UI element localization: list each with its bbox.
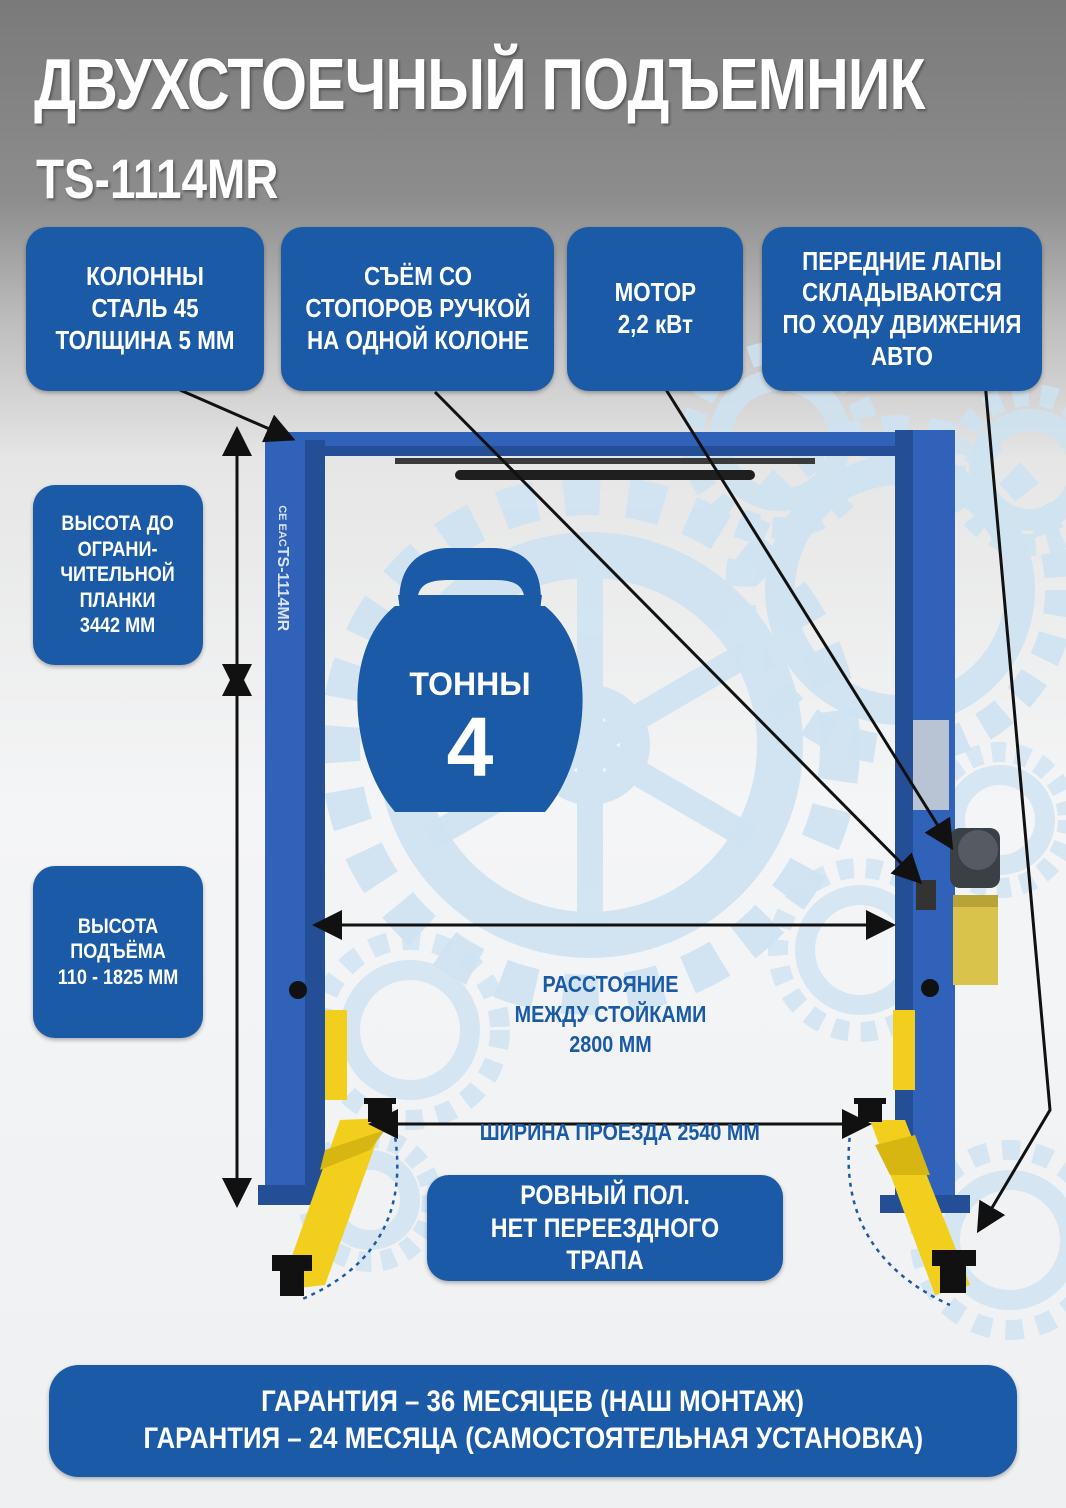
column-model-label: TS-1114MR <box>274 546 291 632</box>
kettlebell-icon <box>357 548 583 812</box>
top-crossbar <box>285 432 955 480</box>
callout-arrows <box>179 381 1052 1234</box>
floor-note-text: РОВНЫЙ ПОЛ. НЕТ ПЕРЕЕЗДНОГО ТРАПА <box>490 1179 720 1276</box>
page-title: ДВУХСТОЕЧНЫЙ ПОДЪЕМНИК <box>34 45 926 125</box>
feature-arms-callout: ПЕРЕДНИЕ ЛАПЫ СКЛАДЫВАЮТСЯ ПО ХОДУ ДВИЖЕ… <box>762 227 1042 391</box>
warranty-banner: ГАРАНТИЯ – 36 МЕСЯЦЕВ (НАШ МОНТАЖ) ГАРАН… <box>49 1365 1017 1477</box>
lift-height-text: ВЫСОТА ПОДЪЁМА 110 - 1825 ММ <box>57 914 179 989</box>
feature-motor-text: МОТОР 2,2 кВт <box>614 277 696 339</box>
feature-columns-callout: КОЛОННЫ СТАЛЬ 45 ТОЛЩИНА 5 ММ <box>26 227 264 391</box>
lift-height-callout: ВЫСОТА ПОДЪЁМА 110 - 1825 ММ <box>33 866 203 1038</box>
model-number: TS-1114MR <box>36 147 279 210</box>
column-distance-text: РАССТОЯНИЕ МЕЖДУ СТОЙКАМИ 2800 ММ <box>514 970 706 1057</box>
drive-width-text: ШИРИНА ПРОЕЗДА 2540 ММ <box>479 1118 761 1145</box>
feature-arms-text: ПЕРЕДНИЕ ЛАПЫ СКЛАДЫВАЮТСЯ ПО ХОДУ ДВИЖЕ… <box>782 245 1022 371</box>
height-to-bar-text: ВЫСОТА ДО ОГРАНИ- ЧИТЕЛЬНОЙ ПЛАНКИ 3442 … <box>60 511 176 638</box>
feature-motor-callout: МОТОР 2,2 кВт <box>567 227 743 391</box>
capacity-unit: ТОННЫ <box>409 666 531 702</box>
dimension-lines <box>222 426 896 1208</box>
floor-note-callout: РОВНЫЙ ПОЛ. НЕТ ПЕРЕЕЗДНОГО ТРАПА <box>427 1175 783 1281</box>
warranty-line-2: ГАРАНТИЯ – 24 МЕСЯЦА (САМОСТОЯТЕЛЬНАЯ УС… <box>143 1422 923 1455</box>
feature-release-callout: СЪЁМ СО СТОПОРОВ РУЧКОЙ НА ОДНОЙ КОЛОНЕ <box>281 227 554 391</box>
height-to-bar-callout: ВЫСОТА ДО ОГРАНИ- ЧИТЕЛЬНОЙ ПЛАНКИ 3442 … <box>33 485 203 665</box>
warranty-line-1: ГАРАНТИЯ – 36 МЕСЯЦЕВ (НАШ МОНТАЖ) <box>261 1385 805 1419</box>
feature-columns-text: КОЛОННЫ СТАЛЬ 45 ТОЛЩИНА 5 ММ <box>55 261 235 355</box>
left-column <box>258 440 347 1205</box>
motor-unit <box>950 828 1000 985</box>
drive-width-label: ШИРИНА ПРОЕЗДА 2540 ММ <box>430 1088 810 1148</box>
left-lift-arm <box>272 1098 396 1296</box>
feature-release-text: СЪЁМ СО СТОПОРОВ РУЧКОЙ НА ОДНОЙ КОЛОНЕ <box>304 261 531 355</box>
column-distance-label: РАССТОЯНИЕ МЕЖДУ СТОЙКАМИ 2800 ММ <box>440 940 780 1060</box>
column-marking: CE EAC TS-1114MR <box>262 470 302 650</box>
arm-swing-paths <box>299 1119 951 1307</box>
capacity-value: 4 <box>446 700 494 794</box>
